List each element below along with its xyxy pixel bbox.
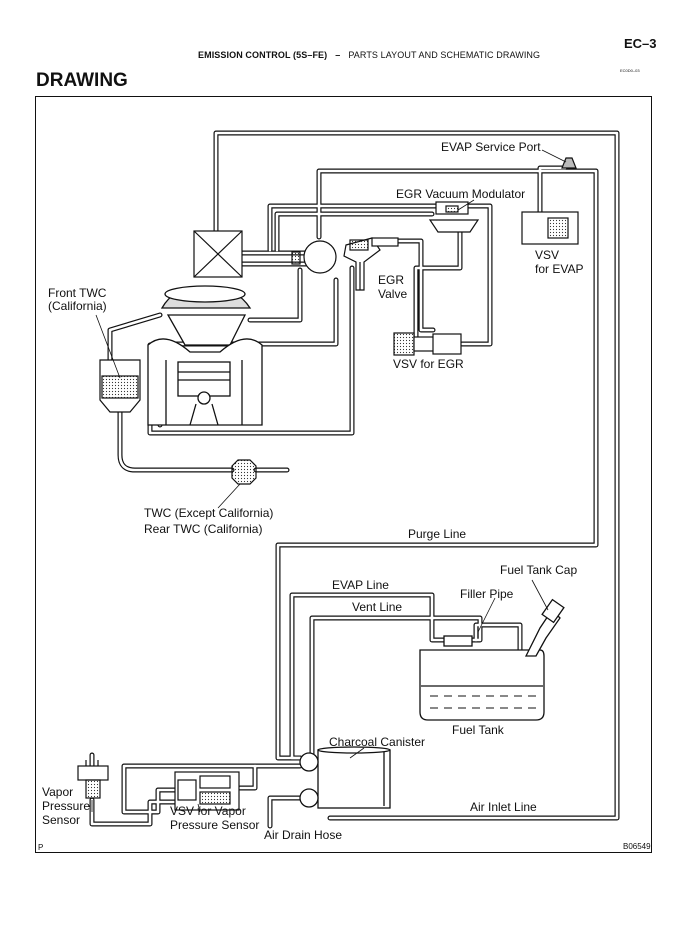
- label-egr-valve-line2: Valve: [378, 287, 407, 301]
- vsv-for-egr: [393, 332, 462, 356]
- document-code: EC0D0–03: [620, 68, 640, 73]
- label-evap-line: EVAP Line: [332, 578, 389, 592]
- leader-lines: [91, 149, 567, 813]
- front-twc: [99, 359, 141, 413]
- hose-lines: [89, 130, 620, 829]
- vapor-pressure-sensor: [77, 760, 109, 799]
- label-front-twc-line2: (California): [48, 299, 107, 313]
- header-subtitle: PARTS LAYOUT AND SCHEMATIC DRAWING: [348, 50, 541, 60]
- header-section: EMISSION CONTROL (5S–FE)–PARTS LAYOUT AN…: [198, 50, 540, 60]
- label-twc-line2: Rear TWC (California): [144, 522, 262, 536]
- label-twc-line1: TWC (Except California): [144, 506, 273, 520]
- label-vapor-line3: Sensor: [42, 813, 80, 827]
- label-vsv-evap-line1: VSV: [535, 248, 559, 262]
- label-vent-line: Vent Line: [352, 600, 402, 614]
- vsv-vapor-pressure-sensor: [174, 771, 240, 811]
- label-egr-valve-line1: EGR: [378, 273, 404, 287]
- label-charcoal-canister: Charcoal Canister: [329, 735, 425, 749]
- label-vsv-evap-line2: for EVAP: [535, 262, 583, 276]
- header-separator: –: [335, 50, 341, 60]
- label-fuel-tank: Fuel Tank: [452, 723, 505, 737]
- vsv-for-evap: [521, 157, 579, 245]
- label-air-inlet-line: Air Inlet Line: [470, 800, 537, 814]
- egr-vacuum-modulator: [428, 201, 480, 233]
- label-evap-service-port: EVAP Service Port: [441, 140, 541, 154]
- fuel-tank: [419, 598, 565, 721]
- corner-mark: P: [38, 843, 43, 852]
- figure-code: B06549: [623, 842, 651, 851]
- egr-valve: [343, 237, 399, 291]
- label-vapor-line2: Pressure: [42, 799, 90, 813]
- page-title: DRAWING: [36, 70, 128, 91]
- label-vapor-line1: Vapor: [42, 785, 73, 799]
- header-section-title: EMISSION CONTROL (5S–FE): [198, 50, 328, 60]
- label-front-twc-line1: Front TWC: [48, 286, 107, 300]
- label-filler-pipe: Filler Pipe: [460, 587, 514, 601]
- schematic-diagram: EVAP Service Port EGR Vacuum Modulator V…: [35, 96, 652, 853]
- air-cleaner-box: [193, 230, 243, 278]
- label-vsv-for-egr: VSV for EGR: [393, 357, 464, 371]
- rear-twc: [231, 459, 257, 485]
- label-air-drain-hose: Air Drain Hose: [264, 828, 342, 842]
- page-number: EC–3: [624, 36, 657, 51]
- label-vsv-vapor-line1: VSV for Vapor: [170, 804, 246, 818]
- charcoal-canister: [299, 746, 391, 809]
- schematic-frame: EVAP Service Port EGR Vacuum Modulator V…: [35, 96, 652, 853]
- engine: [147, 285, 263, 426]
- throttle-body: [291, 240, 337, 274]
- label-vsv-vapor-line2: Pressure Sensor: [170, 818, 259, 832]
- label-egr-vacuum-modulator: EGR Vacuum Modulator: [396, 187, 525, 201]
- label-purge-line: Purge Line: [408, 527, 466, 541]
- label-fuel-tank-cap: Fuel Tank Cap: [500, 563, 577, 577]
